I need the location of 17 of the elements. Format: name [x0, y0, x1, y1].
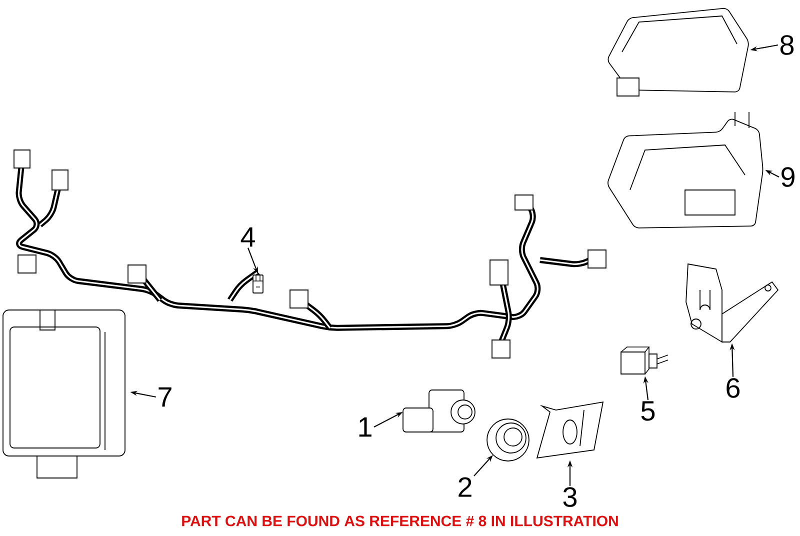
connector-drawing — [252, 274, 264, 294]
control-module-drawing — [2, 310, 126, 478]
callout-number: 4 — [240, 227, 255, 247]
control-module-drawing — [608, 8, 749, 96]
callout-number: 5 — [641, 401, 655, 421]
callout-number: 8 — [780, 35, 794, 55]
callout-number: 3 — [563, 487, 577, 507]
callout-number: 2 — [458, 477, 472, 497]
mounting-tray-drawing — [608, 112, 764, 228]
callout-number: 9 — [782, 167, 794, 187]
callout-number: 6 — [726, 378, 740, 398]
note-text: PART CAN BE FOUND AS REFERENCE # 8 IN ILLUSTRATION — [182, 516, 618, 526]
sensor-drawing — [402, 390, 476, 432]
callout-number: 7 — [158, 387, 172, 407]
grommet-drawing — [486, 418, 530, 462]
callout-number: 1 — [359, 417, 372, 437]
switch-drawing — [620, 346, 668, 374]
